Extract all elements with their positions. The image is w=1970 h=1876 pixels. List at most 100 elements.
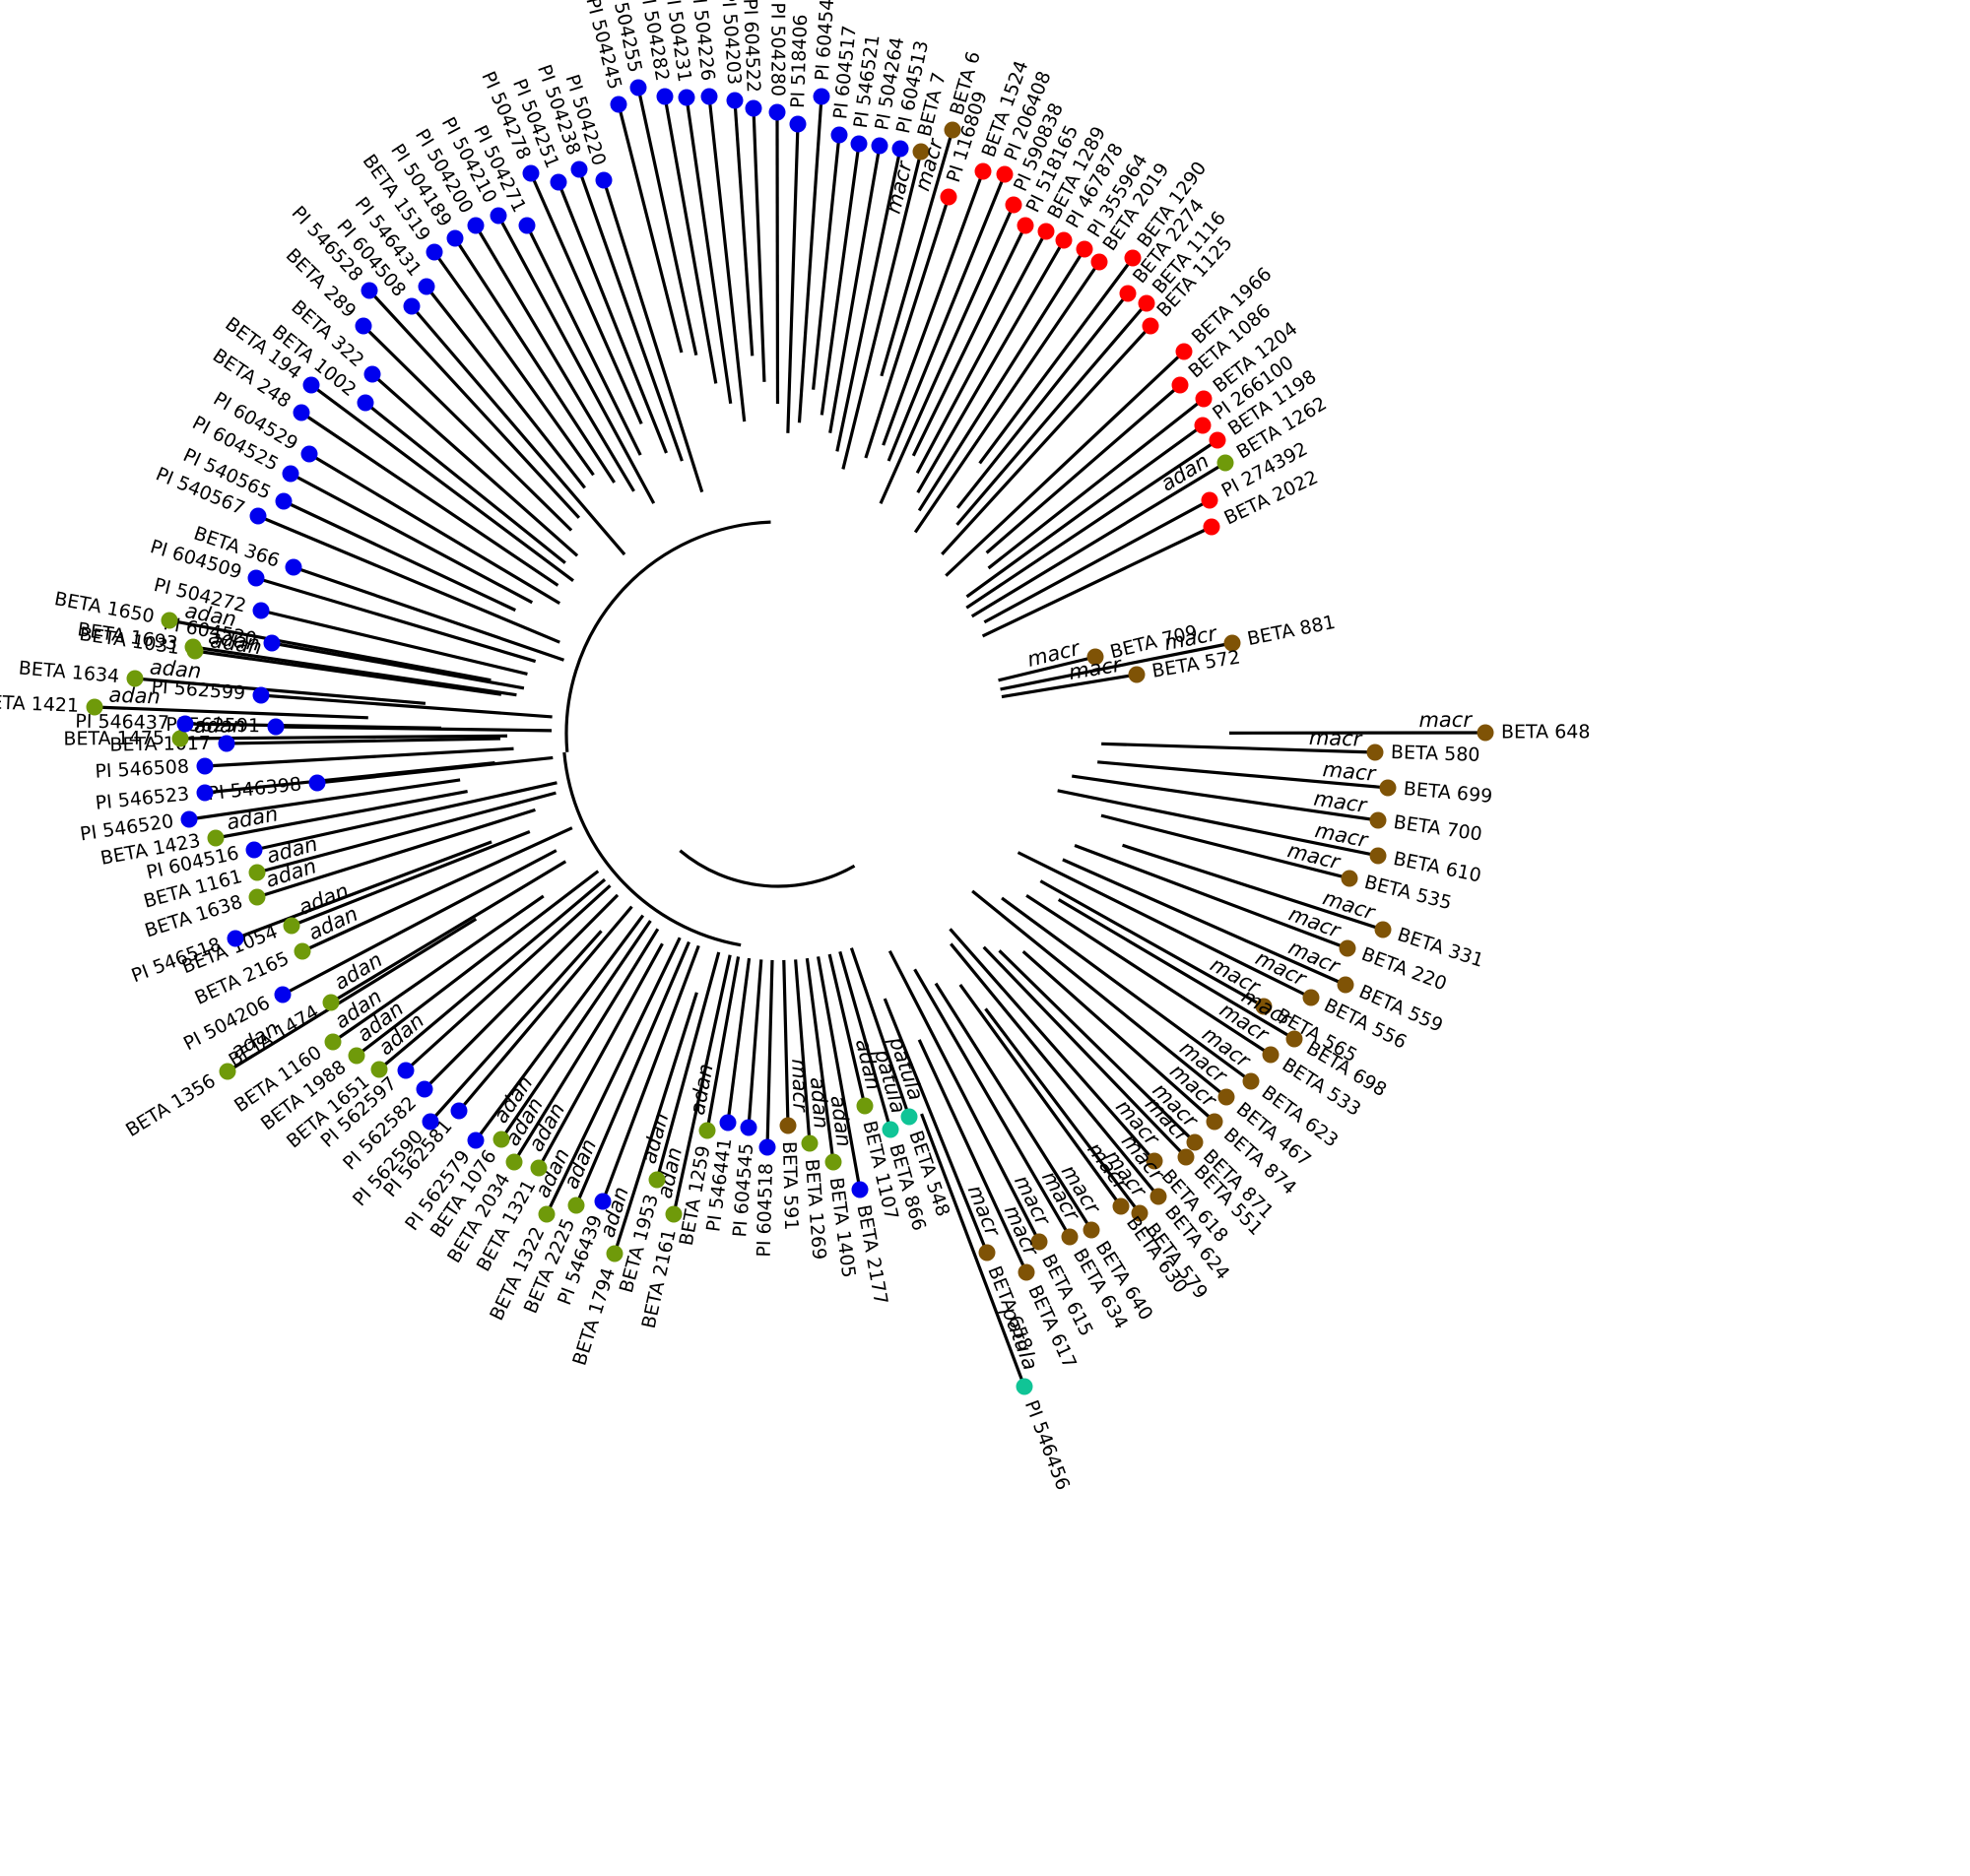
leaf-marker[interactable] bbox=[726, 92, 744, 109]
leaf-marker[interactable] bbox=[196, 757, 214, 775]
leaf-marker[interactable] bbox=[944, 121, 961, 139]
leaf-marker[interactable] bbox=[218, 735, 235, 752]
leaf-marker[interactable] bbox=[248, 888, 266, 906]
leaf-marker[interactable] bbox=[1186, 1133, 1204, 1151]
leaf-marker[interactable] bbox=[1018, 1263, 1035, 1281]
leaf-marker[interactable] bbox=[1131, 1204, 1149, 1222]
leaf-marker[interactable] bbox=[196, 784, 214, 802]
leaf-marker[interactable] bbox=[1223, 634, 1241, 652]
leaf-marker[interactable] bbox=[1209, 431, 1226, 449]
leaf-marker[interactable] bbox=[1083, 1221, 1100, 1239]
leaf-marker[interactable] bbox=[324, 1033, 342, 1051]
leaf-marker[interactable] bbox=[698, 1122, 716, 1139]
leaf-marker[interactable] bbox=[450, 1102, 468, 1120]
leaf-marker[interactable] bbox=[308, 774, 326, 792]
leaf-marker[interactable] bbox=[594, 1193, 612, 1210]
leaf-marker[interactable] bbox=[1076, 240, 1093, 258]
leaf-marker[interactable] bbox=[1195, 390, 1213, 408]
leaf-marker[interactable] bbox=[248, 864, 266, 881]
leaf-marker[interactable] bbox=[505, 1153, 523, 1171]
leaf-marker[interactable] bbox=[1374, 921, 1392, 938]
leaf-marker[interactable] bbox=[274, 986, 292, 1003]
leaf-marker[interactable] bbox=[1379, 779, 1397, 797]
leaf-marker[interactable] bbox=[370, 1061, 388, 1078]
leaf-marker[interactable] bbox=[1119, 285, 1137, 302]
leaf-marker[interactable] bbox=[490, 207, 507, 225]
leaf-marker[interactable] bbox=[1337, 976, 1354, 994]
leaf-marker[interactable] bbox=[1369, 847, 1387, 865]
leaf-marker[interactable] bbox=[227, 930, 244, 947]
leaf-marker[interactable] bbox=[1302, 989, 1320, 1006]
leaf-marker[interactable] bbox=[492, 1131, 510, 1148]
leaf-marker[interactable] bbox=[1090, 253, 1108, 271]
leaf-marker[interactable] bbox=[245, 841, 263, 859]
leaf-marker[interactable] bbox=[249, 507, 267, 525]
leaf-marker[interactable] bbox=[1142, 317, 1159, 335]
leaf-marker[interactable] bbox=[186, 642, 204, 660]
leaf-marker[interactable] bbox=[550, 173, 567, 191]
leaf-marker[interactable] bbox=[824, 1153, 842, 1171]
leaf-marker[interactable] bbox=[361, 282, 378, 299]
leaf-marker[interactable] bbox=[1242, 1072, 1260, 1090]
leaf-marker[interactable] bbox=[871, 137, 888, 155]
leaf-marker[interactable] bbox=[768, 103, 786, 121]
leaf-marker[interactable] bbox=[606, 1245, 624, 1262]
leaf-marker[interactable] bbox=[882, 1121, 899, 1138]
leaf-marker[interactable] bbox=[1016, 1378, 1033, 1395]
leaf-marker[interactable] bbox=[467, 217, 485, 234]
leaf-marker[interactable] bbox=[171, 730, 189, 747]
leaf-marker[interactable] bbox=[912, 143, 930, 161]
leaf-marker[interactable] bbox=[1138, 294, 1155, 312]
leaf-marker[interactable] bbox=[530, 1159, 548, 1177]
leaf-marker[interactable] bbox=[1086, 648, 1104, 666]
leaf-marker[interactable] bbox=[267, 718, 285, 736]
leaf-marker[interactable] bbox=[355, 317, 372, 335]
leaf-marker[interactable] bbox=[252, 686, 270, 704]
leaf-marker[interactable] bbox=[665, 1205, 683, 1223]
leaf-marker[interactable] bbox=[1149, 1188, 1167, 1205]
leaf-marker[interactable] bbox=[851, 1181, 869, 1198]
leaf-marker[interactable] bbox=[719, 1114, 737, 1132]
leaf-marker[interactable] bbox=[1262, 1046, 1280, 1064]
leaf-marker[interactable] bbox=[830, 126, 848, 144]
leaf-marker[interactable] bbox=[1206, 1113, 1223, 1131]
leaf-marker[interactable] bbox=[176, 715, 194, 733]
leaf-marker[interactable] bbox=[801, 1134, 819, 1152]
leaf-marker[interactable] bbox=[1017, 217, 1034, 234]
leaf-marker[interactable] bbox=[1171, 376, 1189, 394]
leaf-marker[interactable] bbox=[322, 994, 340, 1011]
leaf-marker[interactable] bbox=[996, 165, 1014, 183]
leaf-marker[interactable] bbox=[648, 1171, 666, 1189]
leaf-marker[interactable] bbox=[294, 942, 311, 960]
leaf-marker[interactable] bbox=[348, 1047, 365, 1065]
leaf-marker[interactable] bbox=[740, 1119, 757, 1136]
leaf-marker[interactable] bbox=[813, 88, 830, 105]
leaf-marker[interactable] bbox=[629, 79, 647, 97]
leaf-marker[interactable] bbox=[357, 394, 374, 412]
leaf-marker[interactable] bbox=[538, 1205, 556, 1223]
leaf-marker[interactable] bbox=[779, 1117, 797, 1134]
leaf-marker[interactable] bbox=[1177, 1148, 1195, 1166]
leaf-marker[interactable] bbox=[1369, 811, 1387, 829]
leaf-marker[interactable] bbox=[678, 89, 695, 106]
leaf-marker[interactable] bbox=[1128, 666, 1146, 683]
leaf-marker[interactable] bbox=[446, 229, 464, 247]
leaf-marker[interactable] bbox=[1124, 249, 1142, 267]
leaf-marker[interactable] bbox=[275, 492, 293, 510]
leaf-marker[interactable] bbox=[856, 1097, 874, 1115]
leaf-marker[interactable] bbox=[700, 88, 718, 105]
leaf-marker[interactable] bbox=[978, 1244, 996, 1261]
leaf-marker[interactable] bbox=[300, 445, 318, 463]
leaf-marker[interactable] bbox=[1339, 939, 1356, 957]
leaf-marker[interactable] bbox=[86, 698, 103, 716]
leaf-marker[interactable] bbox=[758, 1138, 776, 1156]
leaf-marker[interactable] bbox=[293, 404, 310, 421]
leaf-marker[interactable] bbox=[891, 140, 909, 158]
leaf-marker[interactable] bbox=[467, 1132, 485, 1149]
leaf-marker[interactable] bbox=[1203, 518, 1220, 536]
leaf-marker[interactable] bbox=[1037, 223, 1055, 240]
leaf-marker[interactable] bbox=[285, 558, 302, 576]
leaf-marker[interactable] bbox=[1175, 343, 1193, 360]
leaf-marker[interactable] bbox=[1194, 417, 1212, 434]
leaf-marker[interactable] bbox=[416, 1080, 433, 1098]
